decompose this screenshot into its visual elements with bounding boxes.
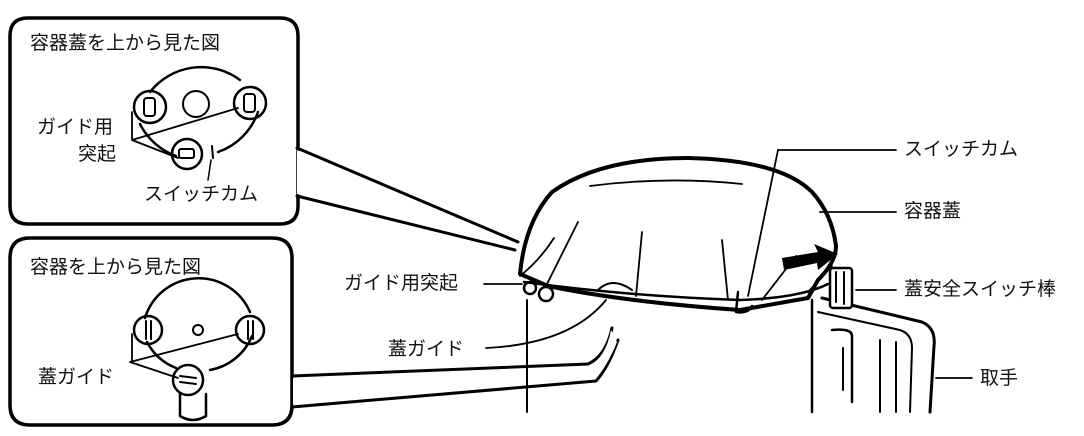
guide-protrusion-label: ガイド用突起	[344, 272, 459, 294]
lid-guide-label: 蓋ガイド	[388, 338, 465, 360]
container-lid	[518, 156, 854, 314]
lid-disk	[132, 65, 268, 171]
guide-label-line1: ガイド用	[37, 116, 114, 138]
lid-switch-cam-label: スイッチカム	[144, 183, 259, 205]
container-guide-label: 蓋ガイド	[38, 366, 115, 388]
guide-label-line2: 突起	[78, 143, 117, 165]
handle-label: 取手	[980, 367, 1019, 389]
container-body	[526, 296, 936, 414]
lid-top-view-title: 容器蓋を上から見た図	[30, 32, 221, 54]
safety-switch-rod-label: 蓋安全スイッチ棒	[904, 278, 1057, 300]
container-top-view-title: 容器を上から見た図	[30, 256, 202, 278]
lid-label: 容器蓋	[904, 200, 962, 222]
container-top-view-panel	[8, 236, 620, 427]
switch-cam-label: スイッチカム	[904, 138, 1019, 160]
lid-top-view-panel	[8, 16, 520, 252]
container-disk	[132, 277, 266, 422]
